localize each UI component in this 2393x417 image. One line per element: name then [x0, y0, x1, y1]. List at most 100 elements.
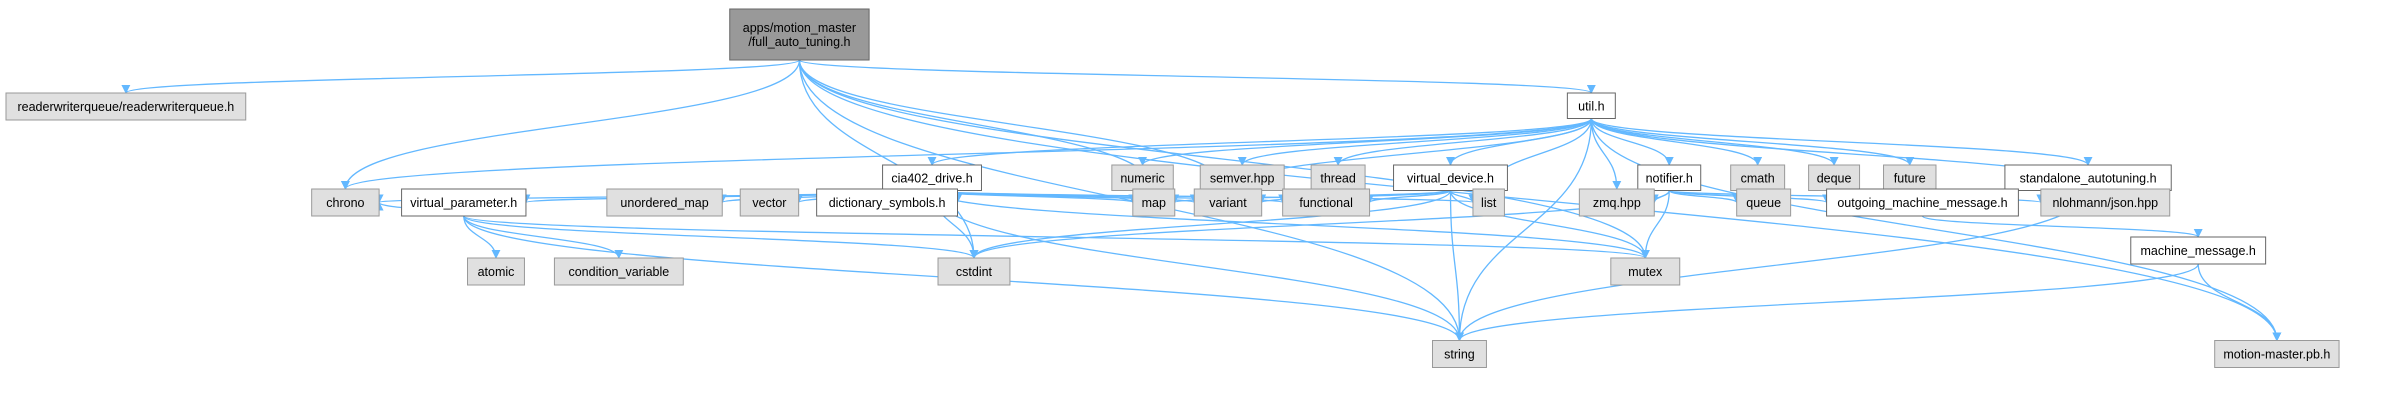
node-label-notifier: notifier.h	[1646, 171, 1693, 185]
node-label-list: list	[1481, 196, 1497, 210]
node-omm[interactable]: outgoing_machine_message.h	[1826, 188, 2019, 217]
node-cstdint: cstdint	[937, 257, 1011, 286]
node-box-notifier	[1637, 164, 1702, 191]
edge-root-to-cstdint	[798, 59, 979, 259]
node-zmq: zmq.hpp	[1578, 188, 1655, 217]
node-label-mmpb: motion-master.pb.h	[2223, 348, 2330, 362]
node-json: nlohmann/json.hpp	[2040, 188, 2171, 217]
edge-root-to-mutex	[798, 59, 1650, 259]
node-label-util: util.h	[1578, 99, 1604, 113]
node-label-cia402: cia402_drive.h	[891, 171, 972, 185]
edge-omm-to-mm	[1921, 215, 2203, 238]
node-label-string: string	[1444, 348, 1475, 362]
node-label-numeric: numeric	[1120, 171, 1164, 185]
edge-vdevice-to-cstdint	[969, 190, 1452, 259]
node-label-json: nlohmann/json.hpp	[2052, 196, 2158, 210]
node-box-map	[1132, 188, 1176, 217]
node-dict[interactable]: dictionary_symbols.h	[816, 188, 958, 217]
node-standalone[interactable]: standalone_autotuning.h	[2004, 164, 2172, 191]
edge-vparam-to-atomic	[463, 215, 501, 259]
edge-util-to-numeric	[1138, 117, 1592, 166]
edge-vdevice-to-functional	[1365, 189, 1452, 204]
edge-util-to-mmpb	[1590, 118, 2282, 342]
node-box-omm	[1826, 188, 2019, 217]
node-mm[interactable]: machine_message.h	[2130, 236, 2267, 265]
edge-root-to-util	[798, 59, 1596, 94]
node-util[interactable]: util.h	[1566, 92, 1616, 119]
edge-root-to-chrono	[340, 59, 801, 190]
node-label-zmq: zmq.hpp	[1593, 196, 1641, 210]
node-box-mmpb	[2214, 340, 2340, 368]
node-label-mutex: mutex	[1628, 265, 1663, 279]
node-future: future	[1883, 164, 1937, 191]
node-label-omm: outgoing_machine_message.h	[1837, 196, 2007, 210]
node-label-root-0: apps/motion_master	[743, 21, 856, 35]
node-box-vector	[739, 188, 800, 217]
edge-util-to-standalone	[1590, 117, 2093, 166]
node-root[interactable]: apps/motion_master/full_auto_tuning.h	[729, 8, 870, 61]
node-label-rwq: readerwriterqueue/readerwriterqueue.h	[17, 100, 234, 114]
node-mutex: mutex	[1610, 257, 1681, 286]
node-box-queue	[1736, 188, 1792, 217]
edge-util-to-cmath	[1590, 118, 1763, 166]
node-box-string	[1432, 340, 1487, 368]
node-label-dict: dictionary_symbols.h	[829, 196, 946, 210]
node-box-mm	[2130, 236, 2267, 265]
edge-vparam-to-condvar	[463, 215, 624, 259]
node-label-mm: machine_message.h	[2141, 244, 2256, 258]
node-notifier[interactable]: notifier.h	[1637, 164, 1702, 191]
node-label-condvar: condition_variable	[568, 265, 669, 279]
node-semver: semver.hpp	[1199, 164, 1285, 191]
node-label-vdevice: virtual_device.h	[1407, 171, 1494, 185]
node-condvar: condition_variable	[553, 257, 684, 286]
node-box-atomic	[467, 257, 525, 286]
node-vparam[interactable]: virtual_parameter.h	[401, 188, 527, 217]
node-box-numeric	[1111, 164, 1174, 191]
node-variant: variant	[1193, 188, 1263, 217]
node-box-util	[1566, 92, 1616, 119]
edge-notifier-to-mutex	[1640, 190, 1670, 259]
edge-cia402-to-string	[931, 190, 1464, 342]
node-box-deque	[1808, 164, 1861, 191]
node-label-map: map	[1142, 196, 1166, 210]
node-box-json	[2040, 188, 2171, 217]
node-label-cmath: cmath	[1741, 171, 1775, 185]
node-rwq: readerwriterqueue/readerwriterqueue.h	[5, 92, 247, 121]
node-label-thread: thread	[1320, 171, 1355, 185]
node-label-future: future	[1894, 171, 1926, 185]
nodes-layer: apps/motion_master/full_auto_tuning.hrea…	[5, 8, 2340, 368]
node-label-standalone: standalone_autotuning.h	[2020, 171, 2157, 185]
node-cia402[interactable]: cia402_drive.h	[882, 164, 982, 191]
node-box-list	[1472, 188, 1505, 217]
node-box-cstdint	[937, 257, 1011, 286]
node-box-root	[729, 8, 870, 61]
node-box-dict	[816, 188, 958, 217]
node-atomic: atomic	[467, 257, 525, 286]
edge-mm-to-string	[1455, 263, 2199, 342]
node-vector: vector	[739, 188, 800, 217]
edge-vdevice-to-string	[1449, 190, 1465, 342]
node-box-umap	[606, 188, 723, 217]
edge-util-to-deque	[1590, 118, 1839, 166]
node-label-root-1: /full_auto_tuning.h	[748, 35, 850, 49]
node-vdevice[interactable]: virtual_device.h	[1393, 164, 1508, 191]
edge-root-to-rwq	[121, 59, 801, 94]
edge-util-to-cia402	[927, 117, 1592, 166]
node-label-semver: semver.hpp	[1210, 171, 1275, 185]
node-chrono: chrono	[311, 188, 380, 217]
edge-vdevice-to-mutex	[1449, 190, 1650, 259]
node-label-deque: deque	[1817, 171, 1852, 185]
node-string: string	[1432, 340, 1487, 368]
node-box-future	[1883, 164, 1937, 191]
edge-util-to-semver	[1237, 117, 1592, 166]
edge-mm-to-mmpb	[2197, 263, 2282, 342]
node-label-atomic: atomic	[478, 265, 515, 279]
node-thread: thread	[1310, 164, 1366, 191]
node-numeric: numeric	[1111, 164, 1174, 191]
edge-standalone-to-string	[1454, 190, 2089, 342]
edge-util-to-string	[1454, 118, 1592, 342]
node-cmath: cmath	[1730, 164, 1786, 191]
node-box-functional	[1282, 188, 1371, 217]
node-box-thread	[1310, 164, 1366, 191]
